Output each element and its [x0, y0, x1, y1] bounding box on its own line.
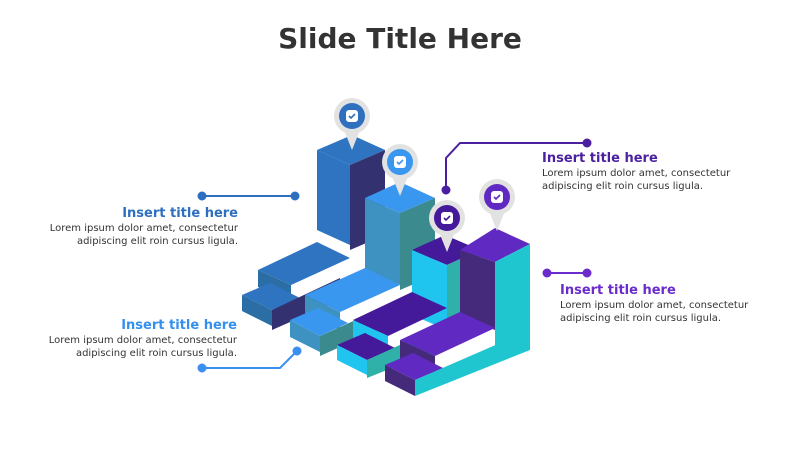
callout-left-top: Insert title here Lorem ipsum dolor amet… — [48, 206, 238, 248]
callout-body: Lorem ipsum dolor amet, consectetur — [560, 300, 749, 311]
pin-1 — [334, 98, 370, 150]
callout-right-top: Insert title here Lorem ipsum dolor amet… — [542, 151, 732, 193]
callout-title: Insert title here — [560, 283, 676, 298]
callout-title: Insert title here — [121, 318, 237, 333]
callout-left-bottom: Insert title here Lorem ipsum dolor amet… — [47, 318, 237, 360]
callout-body: adipiscing elit roin cursus ligula. — [542, 181, 704, 192]
pin-4 — [479, 179, 515, 231]
callout-body: adipiscing elit roin cursus ligula. — [75, 348, 237, 359]
callout-body: Lorem ipsum dolor amet, consectetur — [542, 168, 731, 179]
callout-body: Lorem ipsum dolor amet, consectetur — [49, 223, 238, 234]
connector-right-bottom — [542, 268, 592, 278]
callout-body: adipiscing elit roin cursus ligula. — [560, 313, 722, 324]
callout-body: adipiscing elit roin cursus ligula. — [76, 236, 238, 247]
callout-right-bottom: Insert title here Lorem ipsum dolor amet… — [560, 283, 750, 325]
connector-right-top — [441, 138, 592, 195]
connector-left-bottom — [197, 346, 302, 373]
pin-3 — [429, 200, 465, 252]
slide-title: Slide Title Here — [278, 22, 522, 55]
callout-title: Insert title here — [122, 206, 238, 221]
callout-body: Lorem ipsum dolor amet, consectetur — [48, 335, 237, 346]
connector-left-top — [197, 191, 300, 201]
stair-4 — [385, 228, 530, 396]
pin-2 — [382, 144, 418, 196]
callout-title: Insert title here — [542, 151, 658, 166]
